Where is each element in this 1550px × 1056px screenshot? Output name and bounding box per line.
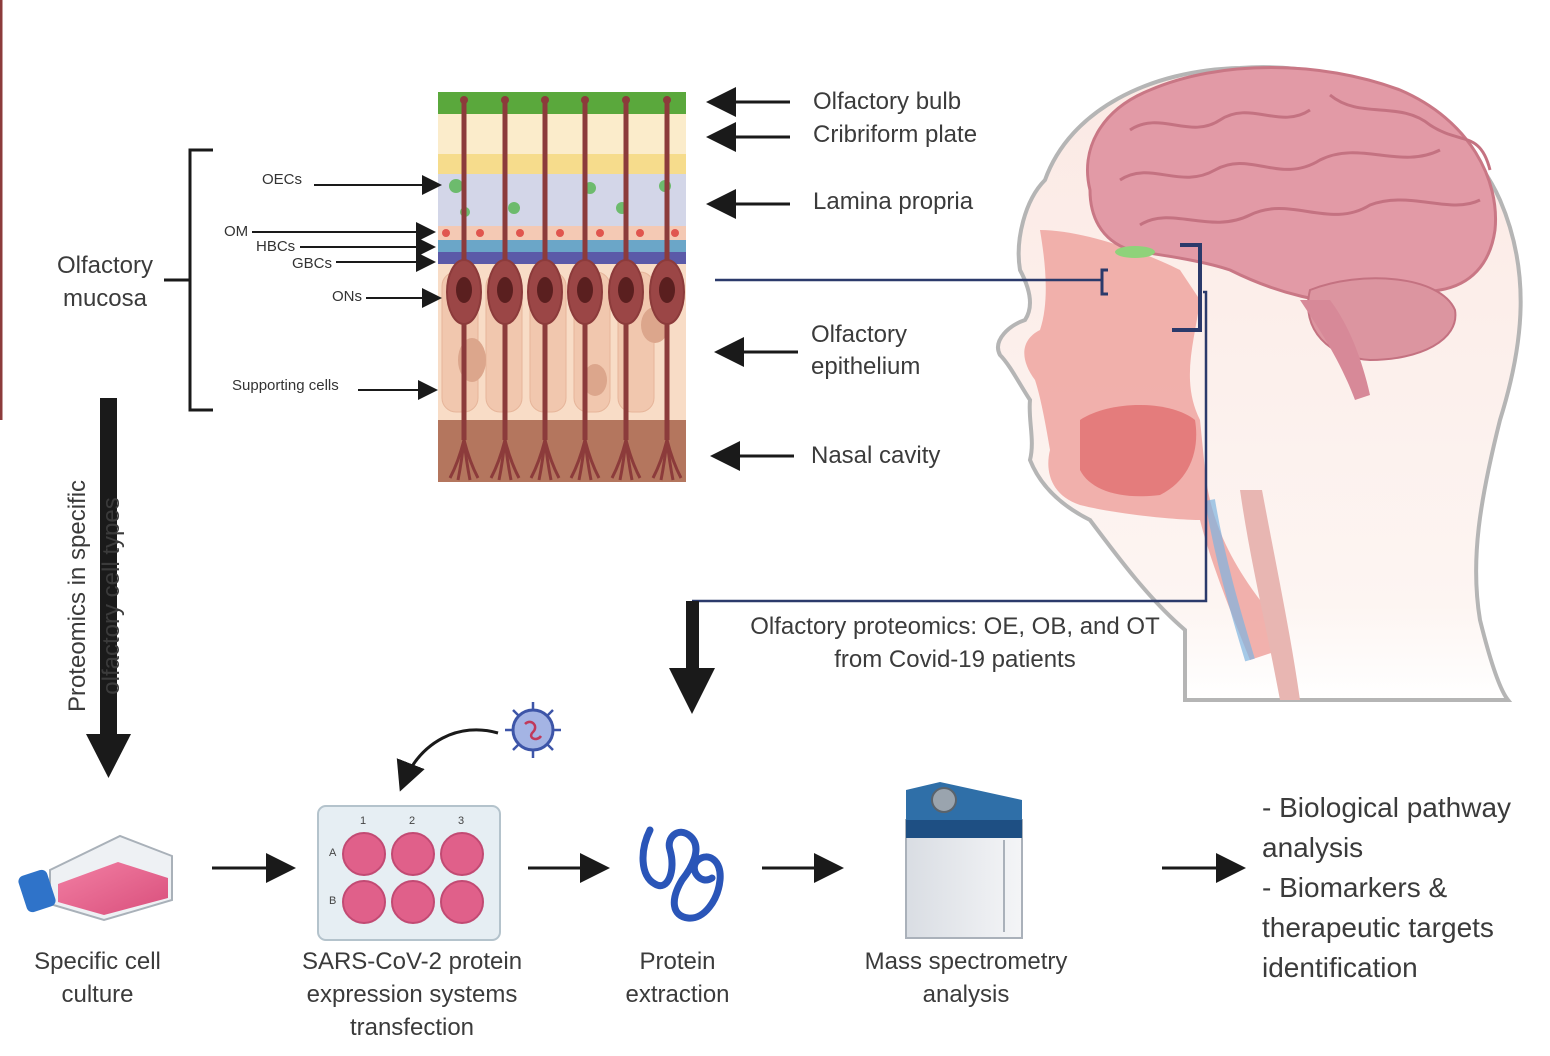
label-transfection: SARS-CoV-2 protein expression systems tr… xyxy=(301,948,523,1041)
label-hbcs: HBCs xyxy=(256,238,296,255)
cell-label-arrows xyxy=(252,175,442,400)
tissue-label-arrows xyxy=(706,87,798,471)
neuron xyxy=(649,96,685,481)
neuron xyxy=(608,96,644,481)
om-cells xyxy=(442,229,679,237)
results-list: - Biological pathway analysis - Biomarke… xyxy=(1262,792,1512,983)
mucosa-bracket xyxy=(188,148,213,412)
neuron xyxy=(487,96,523,481)
label-mass-spectrometry: Mass spectrometry analysis xyxy=(864,948,1068,1008)
plate-col-1: 1 xyxy=(360,815,367,827)
label-olfactory-epithelium-2: epithelium xyxy=(811,353,921,380)
label-ons: ONs xyxy=(332,288,362,305)
label-olfactory-epithelium-1: Olfactory xyxy=(811,321,908,348)
label-cell-culture: Specific cell culture xyxy=(34,948,161,1008)
label-cribriform-plate: Cribriform plate xyxy=(813,121,978,148)
connector-lines xyxy=(692,278,1208,603)
head-anatomy-icon xyxy=(996,65,1523,702)
neuron xyxy=(567,96,603,481)
tissue-section xyxy=(0,0,686,482)
cell-flask-icon xyxy=(18,834,173,922)
plate-row-a: A xyxy=(329,847,337,859)
plate-col-2: 2 xyxy=(409,815,416,827)
label-patient-proteomics: Olfactory proteomics: OE, OB, and OT fro… xyxy=(750,613,1160,673)
label-olfactory-bulb: Olfactory bulb xyxy=(813,88,962,115)
label-oecs: OECs xyxy=(262,171,303,188)
label-supporting-cells: Supporting cells xyxy=(232,377,339,394)
label-protein-extraction: Protein extraction xyxy=(625,948,730,1008)
label-gbcs: GBCs xyxy=(292,255,333,272)
neuron xyxy=(527,96,563,481)
label-olfactory-mucosa: Olfactory mucosa xyxy=(56,252,154,312)
neuron xyxy=(446,96,482,481)
well-plate-icon xyxy=(317,805,501,941)
plate-row-b: B xyxy=(329,895,337,907)
mass-spectrometer-icon xyxy=(905,782,1023,939)
big-arrows xyxy=(86,398,715,778)
plate-col-3: 3 xyxy=(458,815,465,827)
virus-icon xyxy=(505,702,561,758)
label-lamina-propria: Lamina propria xyxy=(813,188,974,215)
label-proteomics-specific-cells: Proteomics in specific olfactory cell ty… xyxy=(64,479,125,713)
virus-arrow xyxy=(396,728,499,792)
protein-icon xyxy=(639,826,724,922)
label-om: OM xyxy=(224,223,249,240)
label-nasal-cavity: Nasal cavity xyxy=(811,442,941,469)
